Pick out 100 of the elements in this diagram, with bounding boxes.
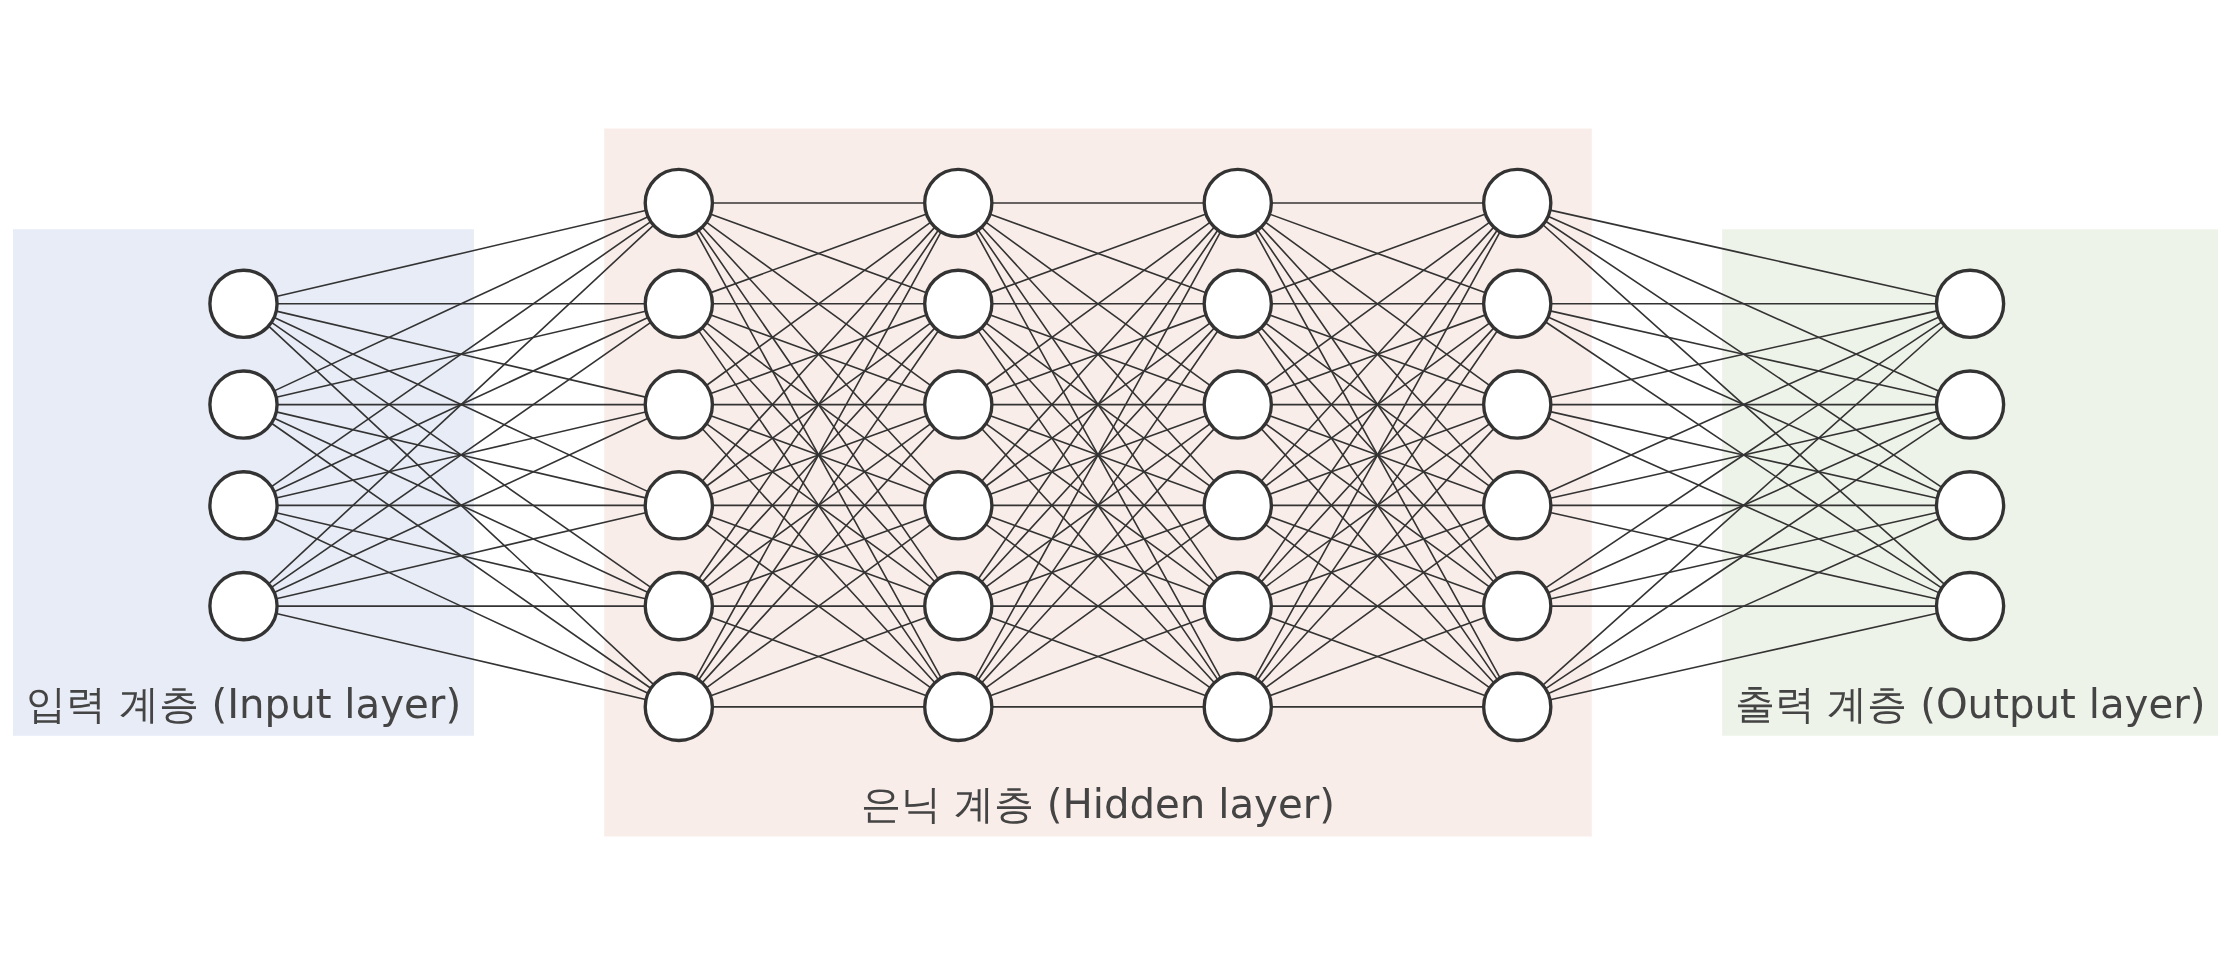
connector — [991, 302, 1205, 305]
connector — [981, 427, 1215, 683]
connector — [989, 615, 1207, 697]
connector — [276, 403, 646, 405]
node-circle — [923, 368, 994, 440]
connector — [1542, 223, 1945, 585]
connector — [1270, 403, 1485, 405]
connector — [1550, 302, 1937, 305]
connector — [701, 427, 936, 683]
connector — [991, 201, 1205, 204]
connector — [1547, 517, 1940, 694]
connector — [1270, 604, 1485, 607]
connector — [1264, 321, 1491, 487]
connector — [1544, 320, 1943, 589]
connector — [273, 316, 649, 492]
node-circle — [643, 570, 715, 641]
cluster: 은닉 계층 (Hidden layer) — [604, 127, 1592, 837]
connector — [275, 309, 647, 398]
node-circle — [1202, 368, 1274, 440]
connector — [1547, 416, 1940, 594]
node-circle — [208, 469, 279, 541]
node-circle — [923, 167, 994, 238]
connector — [710, 414, 928, 495]
connector — [989, 515, 1207, 596]
connector — [1264, 523, 1491, 688]
connector — [1549, 309, 1938, 398]
connector — [271, 220, 652, 487]
node-circle — [1202, 167, 1274, 238]
cluster: 입력 계층 (Input layer) — [13, 228, 474, 736]
node-circle — [1934, 570, 2006, 641]
connector — [1550, 604, 1937, 607]
node-circle — [1482, 167, 1553, 238]
connector — [1549, 611, 1938, 701]
node-circle — [923, 268, 994, 339]
connector — [705, 221, 932, 386]
node-circle — [1202, 469, 1274, 541]
connector — [985, 221, 1211, 386]
node-circle — [1482, 268, 1553, 339]
cluster: 출력 계층 (Output layer) — [1722, 228, 2218, 736]
connector — [985, 422, 1211, 588]
connector — [275, 612, 647, 700]
connector — [1549, 511, 1938, 600]
node-circle — [1202, 671, 1274, 742]
node-circle — [923, 570, 994, 641]
connector — [1269, 414, 1487, 495]
connector — [1547, 215, 1940, 392]
connector — [701, 326, 936, 583]
connector — [985, 321, 1211, 487]
connector — [1260, 326, 1495, 583]
connector — [1550, 504, 1937, 506]
node-circle — [1482, 570, 1553, 641]
connector — [1547, 315, 1940, 493]
connector — [711, 705, 926, 708]
connector — [991, 504, 1205, 506]
connector — [276, 504, 646, 506]
connector — [991, 604, 1205, 607]
connector — [710, 515, 928, 596]
node-circle — [1934, 268, 2006, 339]
connector — [276, 604, 646, 607]
connector — [1270, 504, 1485, 506]
connector — [273, 215, 649, 392]
node-circle — [1482, 671, 1553, 742]
connector — [711, 504, 926, 506]
connector — [711, 302, 926, 305]
connector — [985, 523, 1211, 688]
node-circle — [208, 368, 279, 440]
connector — [711, 201, 926, 204]
node-circle — [923, 469, 994, 541]
connector — [711, 604, 926, 607]
connector — [981, 326, 1215, 583]
node-circle — [1202, 268, 1274, 339]
node-circle — [643, 469, 715, 541]
connector — [273, 517, 649, 694]
connector — [1260, 427, 1495, 683]
node-circle — [643, 671, 715, 742]
connector — [275, 410, 647, 499]
connector — [1544, 421, 1943, 689]
connector — [1264, 221, 1491, 386]
connector — [271, 422, 652, 689]
node-circle — [643, 268, 715, 339]
node-circle — [208, 268, 279, 339]
connector — [710, 615, 928, 697]
connector — [711, 403, 926, 405]
connector — [705, 523, 932, 688]
connector — [705, 422, 932, 588]
node-circle — [1934, 469, 2006, 541]
node-circle — [923, 671, 994, 742]
connector — [1269, 515, 1487, 596]
connector — [267, 224, 654, 585]
connector — [1542, 324, 1945, 685]
connector — [989, 313, 1207, 394]
connector — [705, 321, 932, 487]
node-circle — [1482, 469, 1553, 541]
connector — [1269, 313, 1487, 394]
connector — [991, 403, 1205, 405]
connector — [267, 324, 654, 685]
node-circle — [643, 167, 715, 238]
node-circle — [1482, 368, 1553, 440]
connector — [1270, 705, 1485, 708]
node-circle — [1934, 368, 2006, 440]
